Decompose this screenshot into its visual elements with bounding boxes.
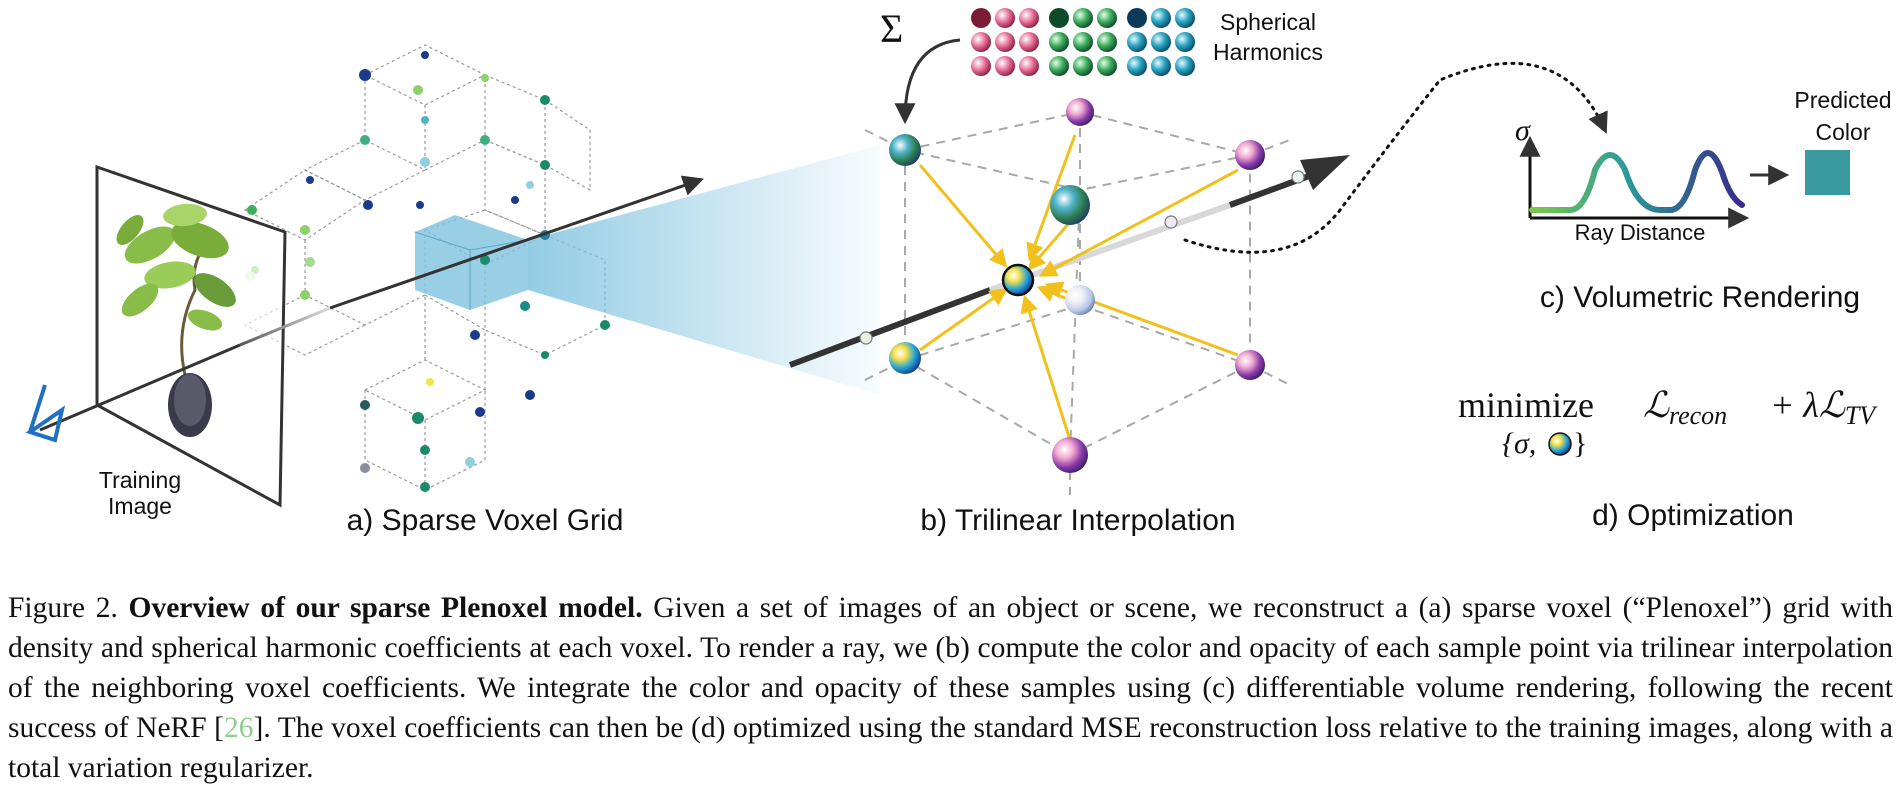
minimize-word: minimize: [1458, 385, 1594, 425]
figure-diagram: Training Image a) Sparse Voxel Grid: [25, 6, 1892, 537]
minimize-subscript-open: {σ,: [1502, 427, 1536, 460]
panel-a: Training Image a) Sparse Voxel Grid: [25, 44, 880, 537]
panel-c-title: c) Volumetric Rendering: [1540, 281, 1860, 314]
corner-sphere-top-left: [889, 134, 921, 166]
caption-body-part1: Given a set of images of an object or sc…: [8, 592, 1893, 744]
spherical-harmonics-grid: [971, 8, 1195, 76]
predicted-label-line2: Color: [1816, 119, 1871, 145]
panel-d: minimize ℒrecon + λℒTV {σ, } d) Optimiza…: [1458, 385, 1878, 532]
corner-sphere-top-right: [1235, 140, 1265, 170]
plant-icon: [116, 203, 236, 437]
density-curve: [1529, 150, 1745, 213]
panel-c: σ Ray Distance Predicted Color c) Volume…: [1183, 61, 1892, 314]
loss-tv-term: + λℒTV: [1770, 385, 1878, 430]
predicted-label-line1: Predicted: [1794, 87, 1891, 113]
corner-sphere-bottom-front: [1052, 437, 1088, 473]
camera-icon: [25, 384, 66, 443]
caption-body-part2: ]. The voxel coefficients can then be (d…: [8, 712, 1893, 784]
sum-arrow: [894, 38, 961, 125]
corner-sphere-bottom-left: [889, 342, 921, 374]
training-image-label-line1: Training: [99, 467, 181, 493]
sigma-label: σ: [1515, 114, 1531, 147]
caption-prefix: Figure 2.: [8, 592, 129, 624]
sh-label-line2: Harmonics: [1213, 39, 1323, 65]
ray-panel-a-fade: [239, 306, 331, 347]
ray-arrowhead: [1300, 155, 1350, 190]
corner-sphere-top-front: [1050, 185, 1090, 225]
sh-label-line1: Spherical: [1220, 9, 1316, 35]
panel-b: Σ Spherical Harmonics: [788, 6, 1350, 537]
ray-panel-b-front: [1228, 169, 1322, 208]
ray-distance-label: Ray Distance: [1575, 220, 1706, 245]
ray-panel-a-front: [329, 175, 704, 310]
color-sphere-icon: [1548, 432, 1572, 456]
caption-citation-link[interactable]: 26: [224, 712, 254, 744]
ray-panel-a-back: [39, 343, 241, 432]
projection-cone: [528, 145, 880, 395]
training-image: [95, 164, 287, 508]
sum-symbol: Σ: [880, 6, 903, 51]
sample-point-far1: [1164, 215, 1178, 229]
dotted-connector: [1183, 61, 1608, 254]
panel-a-title: a) Sparse Voxel Grid: [347, 504, 624, 537]
sample-point-near: [859, 331, 873, 345]
minimize-subscript-close: }: [1573, 427, 1587, 460]
corner-sphere-top-back: [1066, 98, 1094, 126]
training-image-label-line2: Image: [108, 493, 172, 519]
ray-panel-b-back: [788, 287, 992, 368]
panel-d-title: d) Optimization: [1592, 499, 1794, 532]
interpolated-point: [1001, 263, 1035, 297]
highlighted-voxel: [414, 215, 529, 310]
loss-recon-symbol: ℒrecon: [1643, 385, 1727, 430]
corner-sphere-bottom-back: [1065, 285, 1095, 315]
sample-point-far2: [1291, 170, 1305, 184]
figure-caption: Figure 2. Overview of our sparse Plenoxe…: [8, 588, 1893, 788]
panel-b-title: b) Trilinear Interpolation: [920, 504, 1235, 537]
caption-title: Overview of our sparse Plenoxel model.: [128, 592, 643, 624]
corner-sphere-bottom-right: [1235, 350, 1265, 380]
predicted-color-swatch: [1805, 150, 1850, 195]
